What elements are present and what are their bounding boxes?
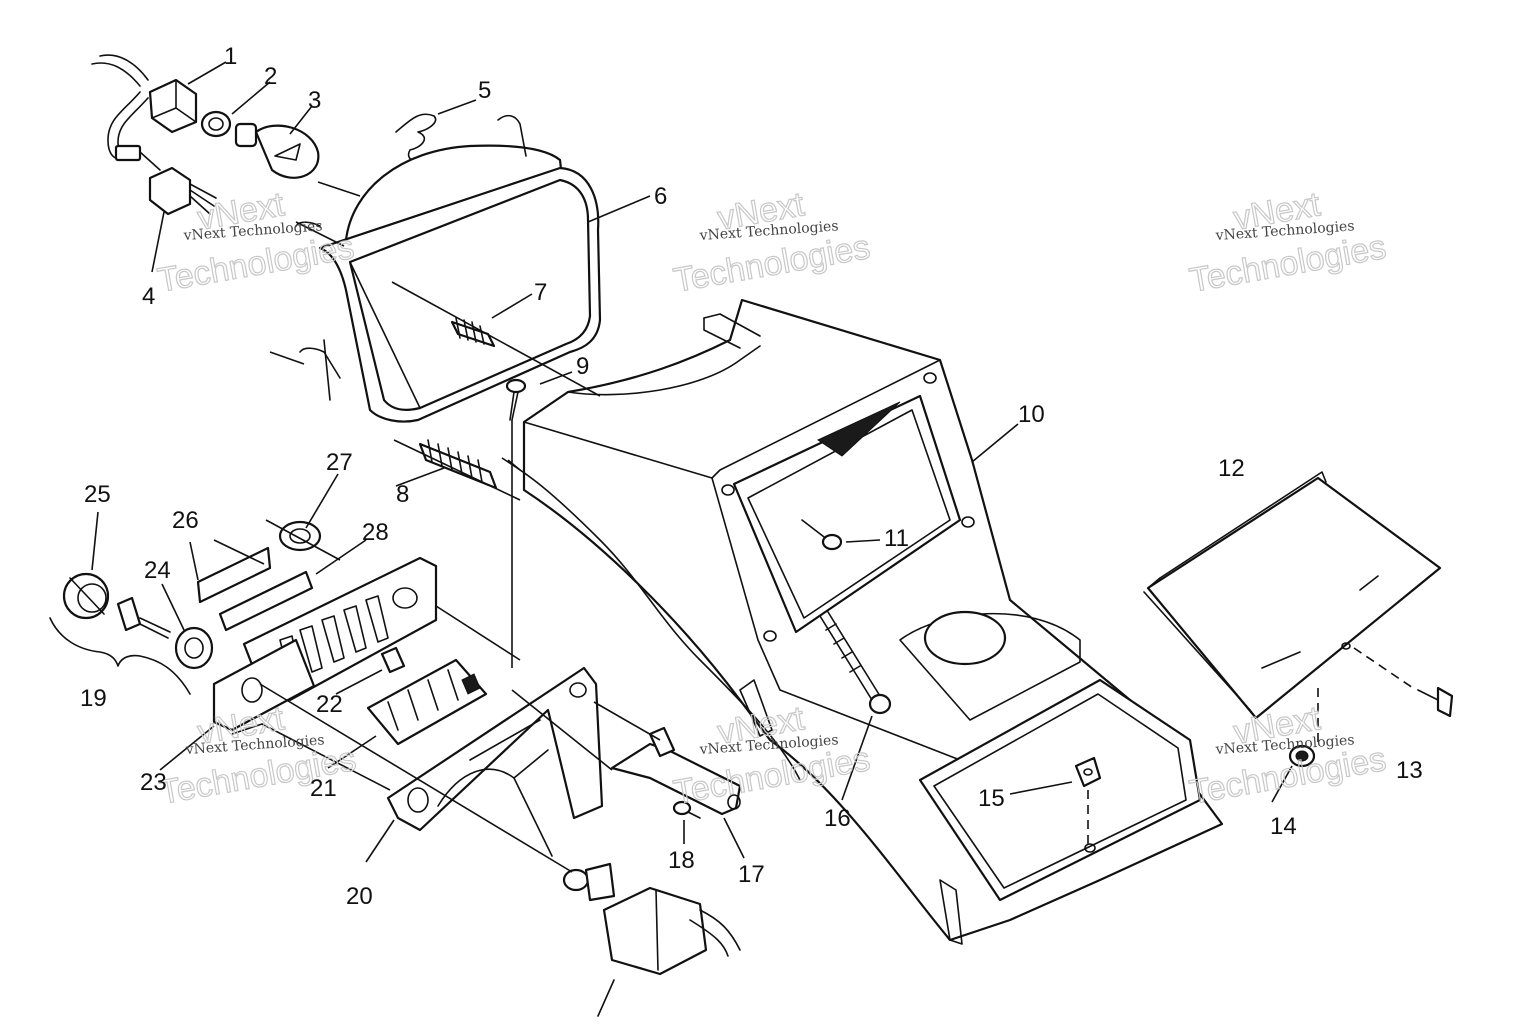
part-23-bracket-plate	[212, 638, 316, 732]
part-10-console-hood	[522, 298, 1224, 945]
callout-20: 20	[346, 883, 373, 910]
part-11-screw	[801, 519, 843, 551]
wiring-harness-top	[91, 54, 161, 171]
part-21-switch-block	[366, 658, 488, 746]
part-1-connector	[148, 78, 198, 134]
callout-17: 17	[738, 861, 765, 888]
callout-19: 19	[80, 685, 107, 712]
callout-9: 9	[576, 353, 589, 380]
callout-2: 2	[264, 63, 277, 90]
part-13-thumb-screw	[1353, 647, 1454, 718]
callout-13: 13	[1396, 757, 1423, 784]
callout-11: 11	[884, 525, 909, 552]
part-12-cover-panel	[1143, 471, 1442, 720]
callout-23: 23	[140, 769, 167, 796]
part-9-screw	[505, 378, 527, 421]
callout-27: 27	[326, 449, 353, 476]
callout-4: 4	[142, 283, 155, 310]
callout-8: 8	[396, 481, 409, 508]
part-18-screw	[672, 800, 701, 819]
part-14-grommet	[1288, 688, 1319, 768]
assembly-lines	[231, 181, 801, 873]
part-2-socket	[200, 110, 232, 138]
callout-25: 25	[84, 481, 111, 508]
callout-15: 15	[978, 785, 1005, 812]
callout-18: 18	[668, 847, 695, 874]
part-24-key-bezel	[116, 596, 214, 670]
callout-21: 21	[310, 775, 337, 802]
part-6-headlight-housing	[295, 114, 602, 423]
callout-14: 14	[1270, 813, 1297, 840]
callout-12: 12	[1218, 455, 1245, 482]
callout-7: 7	[534, 279, 547, 306]
callout-28: 28	[362, 519, 389, 546]
callout-6: 6	[654, 183, 667, 210]
part-17-toggle-switch	[610, 726, 742, 816]
callout-leaders	[91, 61, 1293, 863]
part-26-decal	[196, 546, 272, 604]
watermark-top-center: vNext vNext Technologies Technologies	[670, 185, 873, 301]
lower-connector-harness	[562, 862, 741, 1017]
part-5-spring-clip	[395, 113, 437, 164]
callout-1: 1	[224, 43, 237, 70]
part-20-mounting-bracket	[386, 666, 604, 857]
part-4-connector	[148, 166, 217, 216]
part-25-key-switch	[62, 572, 110, 620]
callout-22: 22	[316, 691, 343, 718]
part-8-adjust-spring	[418, 439, 498, 490]
part-3-bulb	[234, 122, 320, 179]
callout-5: 5	[478, 77, 491, 104]
callout-labels: 1 2 3 4 5 6 7 8 9 10 11 12 13 14 15 16 1…	[80, 43, 1423, 910]
part-22-pin	[380, 646, 406, 674]
watermark-top-right: vNext vNext Technologies Technologies	[1186, 185, 1389, 301]
part-26-plate	[218, 570, 314, 632]
callout-10: 10	[1018, 401, 1045, 428]
part-15-clip	[1074, 756, 1102, 850]
callout-26: 26	[172, 507, 199, 534]
callout-16: 16	[824, 805, 851, 832]
part-16-bolt	[819, 611, 892, 715]
callout-24: 24	[144, 557, 171, 584]
part-7-adjust-spring	[450, 317, 496, 348]
watermark-bottom-right: vNext vNext Technologies Technologies	[1186, 699, 1389, 813]
part-19-brace	[49, 617, 191, 695]
callout-3: 3	[308, 87, 321, 114]
